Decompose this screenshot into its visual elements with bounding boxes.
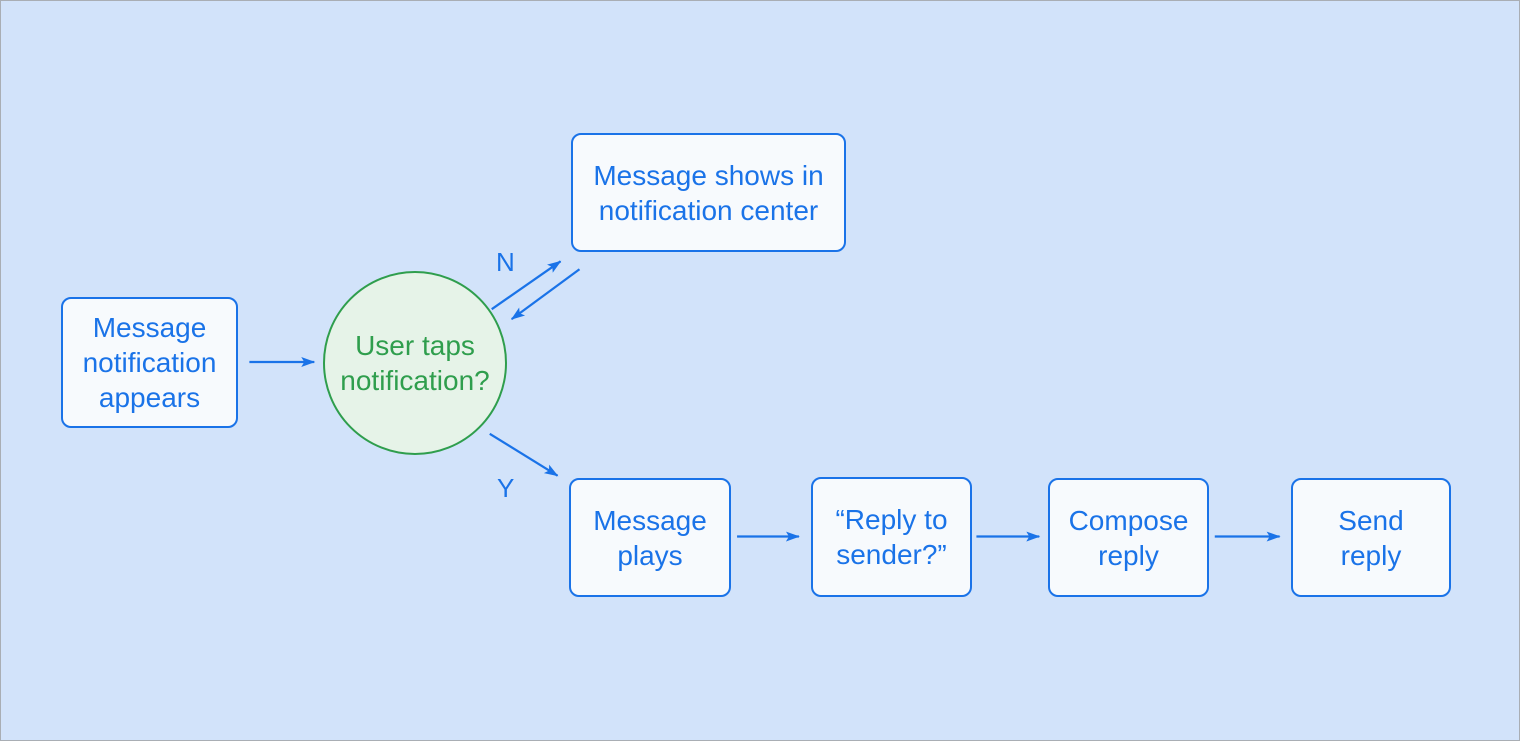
node-message-plays: Message plays	[569, 478, 731, 597]
node-user-taps-notification-decision: User taps notification?	[323, 271, 507, 455]
node-compose-reply: Compose reply	[1048, 478, 1209, 597]
edge-decision-to-notification-center	[491, 260, 562, 311]
edge-decision-to-message-plays	[489, 432, 559, 477]
node-reply-to-sender: “Reply to sender?”	[811, 477, 972, 597]
node-message-shows-in-notification-center: Message shows in notification center	[571, 133, 846, 252]
node-send-reply: Send reply	[1291, 478, 1451, 597]
edge-label-yes: Y	[497, 473, 515, 503]
edge-label-no: N	[496, 247, 515, 277]
node-message-notification-appears: Message notification appears	[61, 297, 238, 428]
edge-notification-center-to-decision	[510, 268, 581, 321]
